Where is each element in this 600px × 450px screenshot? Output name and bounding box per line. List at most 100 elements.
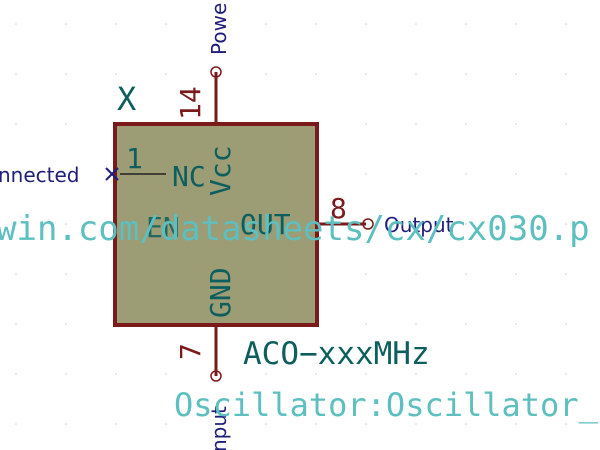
grid-dot [365, 23, 367, 25]
grid-dot [365, 73, 367, 75]
grid-dot [215, 423, 217, 425]
grid-dot [65, 23, 67, 25]
grid-dot [415, 123, 417, 125]
grid-dot [365, 323, 367, 325]
grid-dot [365, 423, 367, 425]
grid-dot [465, 373, 467, 375]
gnd-pin-number: 7 [174, 343, 207, 360]
grid-dot [515, 223, 517, 225]
nc-pin-number: 1 [126, 142, 143, 175]
grid-dot [415, 23, 417, 25]
input-terminal[interactable] [210, 370, 222, 382]
grid-dot [515, 373, 517, 375]
power-net-label[interactable]: Powe [207, 3, 231, 55]
grid-dot [315, 373, 317, 375]
grid-dot [515, 123, 517, 125]
grid-dot [165, 23, 167, 25]
grid-dot [265, 373, 267, 375]
grid-dot [515, 423, 517, 425]
grid-dot [15, 23, 17, 25]
grid-dot [65, 223, 67, 225]
grid-dot [465, 73, 467, 75]
grid-dot [115, 373, 117, 375]
grid-dot [465, 273, 467, 275]
grid-dot [15, 173, 17, 175]
grid-dot [415, 373, 417, 375]
grid-dot [115, 423, 117, 425]
grid-dot [365, 173, 367, 175]
input-net-label[interactable]: nput [207, 406, 231, 450]
grid-dot [565, 323, 567, 325]
grid-dot [465, 423, 467, 425]
vcc-pin-number: 14 [174, 86, 207, 120]
footprint-field: Oscillator:Oscillator_D [174, 386, 600, 424]
grid-dot [265, 23, 267, 25]
grid-dot [565, 273, 567, 275]
nc-pin-name: NC [172, 160, 206, 193]
grid-dot [565, 223, 567, 225]
grid-dot [215, 23, 217, 25]
grid-dot [515, 173, 517, 175]
grid-dot [365, 273, 367, 275]
grid-dot [165, 423, 167, 425]
output-terminal[interactable] [362, 218, 374, 230]
no-connect-net-label[interactable]: nnected [0, 163, 80, 187]
grid-dot [565, 373, 567, 375]
grid-dot [15, 423, 17, 425]
grid-dot [315, 73, 317, 75]
grid-dot [65, 273, 67, 275]
grid-dot [65, 73, 67, 75]
grid-dot [365, 123, 367, 125]
reference-designator[interactable]: X [117, 80, 136, 118]
grid-dot [65, 123, 67, 125]
grid-dot [15, 373, 17, 375]
grid-dot [65, 323, 67, 325]
grid-dot [465, 23, 467, 25]
power-terminal[interactable] [210, 66, 222, 78]
out-pin-number: 8 [330, 192, 347, 225]
grid-dot [265, 73, 267, 75]
grid-dot [415, 323, 417, 325]
grid-dot [165, 73, 167, 75]
grid-dot [65, 173, 67, 175]
component-value[interactable]: ACO−xxxMHz [243, 336, 430, 372]
grid-dot [15, 273, 17, 275]
grid-dot [515, 73, 517, 75]
grid-dot [465, 123, 467, 125]
grid-dot [315, 23, 317, 25]
grid-dots [15, 23, 567, 425]
grid-dot [565, 423, 567, 425]
grid-dot [315, 423, 317, 425]
grid-dot [115, 23, 117, 25]
grid-dot [115, 73, 117, 75]
grid-dot [65, 373, 67, 375]
grid-dot [15, 323, 17, 325]
grid-dot [515, 273, 517, 275]
grid-dot [465, 323, 467, 325]
grid-dot [265, 423, 267, 425]
grid-dot [465, 173, 467, 175]
gnd-pin-name: GND [204, 267, 237, 318]
grid-dot [65, 423, 67, 425]
grid-dot [365, 373, 367, 375]
grid-dot [415, 423, 417, 425]
grid-dot [565, 173, 567, 175]
grid-dot [415, 273, 417, 275]
no-connect-x-icon [105, 167, 119, 181]
grid-dot [165, 373, 167, 375]
hidden-pin-name: EN [146, 211, 180, 244]
grid-dot [515, 23, 517, 25]
out-pin-name: OUT [240, 208, 291, 241]
grid-dot [415, 223, 417, 225]
grid-dot [515, 323, 517, 325]
grid-dot [465, 223, 467, 225]
grid-dot [15, 123, 17, 125]
vcc-pin-name: Vcc [204, 145, 237, 196]
grid-dot [15, 73, 17, 75]
grid-dot [415, 73, 417, 75]
grid-dot [565, 123, 567, 125]
grid-dot [415, 173, 417, 175]
grid-dot [565, 23, 567, 25]
output-net-label[interactable]: Output [384, 213, 454, 237]
